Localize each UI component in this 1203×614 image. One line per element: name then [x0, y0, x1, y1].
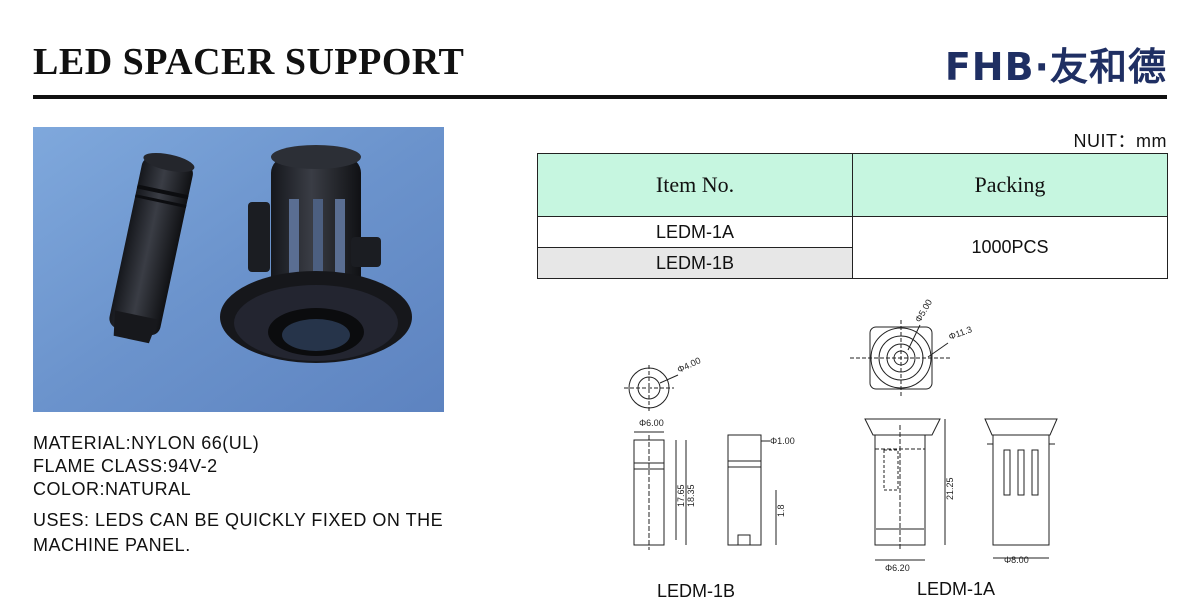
header-packing: Packing	[852, 153, 1168, 217]
ledm-1a-side-view: 21.25 Φ6.20	[864, 418, 955, 573]
ledm-1a-front-view: Φ8.00	[984, 418, 1058, 565]
dim-ledm1b-h1: 17.65	[676, 484, 686, 507]
color-line: COLOR:NATURAL	[33, 479, 192, 499]
material-specs: MATERIAL:NYLON 66(UL) FLAME CLASS:94V-2 …	[33, 432, 259, 501]
table-row: LEDM-1B	[537, 247, 1168, 279]
product-photo	[33, 127, 444, 412]
item-cell: LEDM-1B	[537, 247, 853, 279]
dim-ledm1a-inner: Φ5.00	[913, 298, 934, 324]
ledm-1b-pin-view: Φ1.00 1.8	[727, 434, 795, 546]
dim-ledm1b-slot: 1.8	[776, 504, 786, 517]
dim-ledm1a-bottom: Φ6.20	[885, 563, 910, 573]
page-title: LED SPACER SUPPORT	[33, 41, 465, 83]
dim-ledm1b-h2: 18.35	[686, 484, 696, 507]
brand-logo: FHB·友和德	[944, 45, 1167, 89]
dim-ledm1b-width: Φ6.00	[639, 418, 664, 428]
technical-drawings: Φ4.00 Φ6.00 17.65 18.35 Φ1.00 1.8 Φ5.00	[624, 298, 1058, 573]
caption-ledm-1b: LEDM-1B	[657, 581, 736, 601]
packing-table: Item No. Packing LEDM-1A 1000PCS LEDM-1B	[537, 153, 1168, 279]
caption-ledm-1a: LEDM-1A	[917, 579, 996, 599]
dim-ledm1a-body: Φ8.00	[1004, 555, 1029, 565]
dim-ledm1a-outer: Φ11.3	[947, 324, 973, 342]
table-header-row: Item No. Packing	[537, 153, 1168, 217]
ledm-1b-side-view: Φ6.00 17.65 18.35	[633, 418, 696, 550]
flame-class-line: FLAME CLASS:94V-2	[33, 456, 218, 476]
title-rule	[33, 95, 1167, 99]
material-line: MATERIAL:NYLON 66(UL)	[33, 433, 260, 453]
ledm-1b-top-view: Φ4.00	[624, 355, 702, 411]
header-item-no: Item No.	[537, 153, 853, 217]
dim-ledm1b-pin: Φ1.00	[770, 436, 795, 446]
table-row: LEDM-1A 1000PCS	[537, 216, 1168, 279]
dim-ledm1b-top: Φ4.00	[676, 355, 703, 375]
unit-note: NUIT：mm	[1073, 131, 1167, 151]
item-cell: LEDM-1A	[537, 216, 853, 248]
packing-cell: 1000PCS	[852, 216, 1168, 279]
dim-ledm1a-height: 21.25	[945, 477, 955, 500]
ledm-1a-top-view: Φ5.00 Φ11.3	[850, 298, 973, 397]
uses-text: USES: LEDS CAN BE QUICKLY FIXED ON THE M…	[33, 510, 444, 555]
